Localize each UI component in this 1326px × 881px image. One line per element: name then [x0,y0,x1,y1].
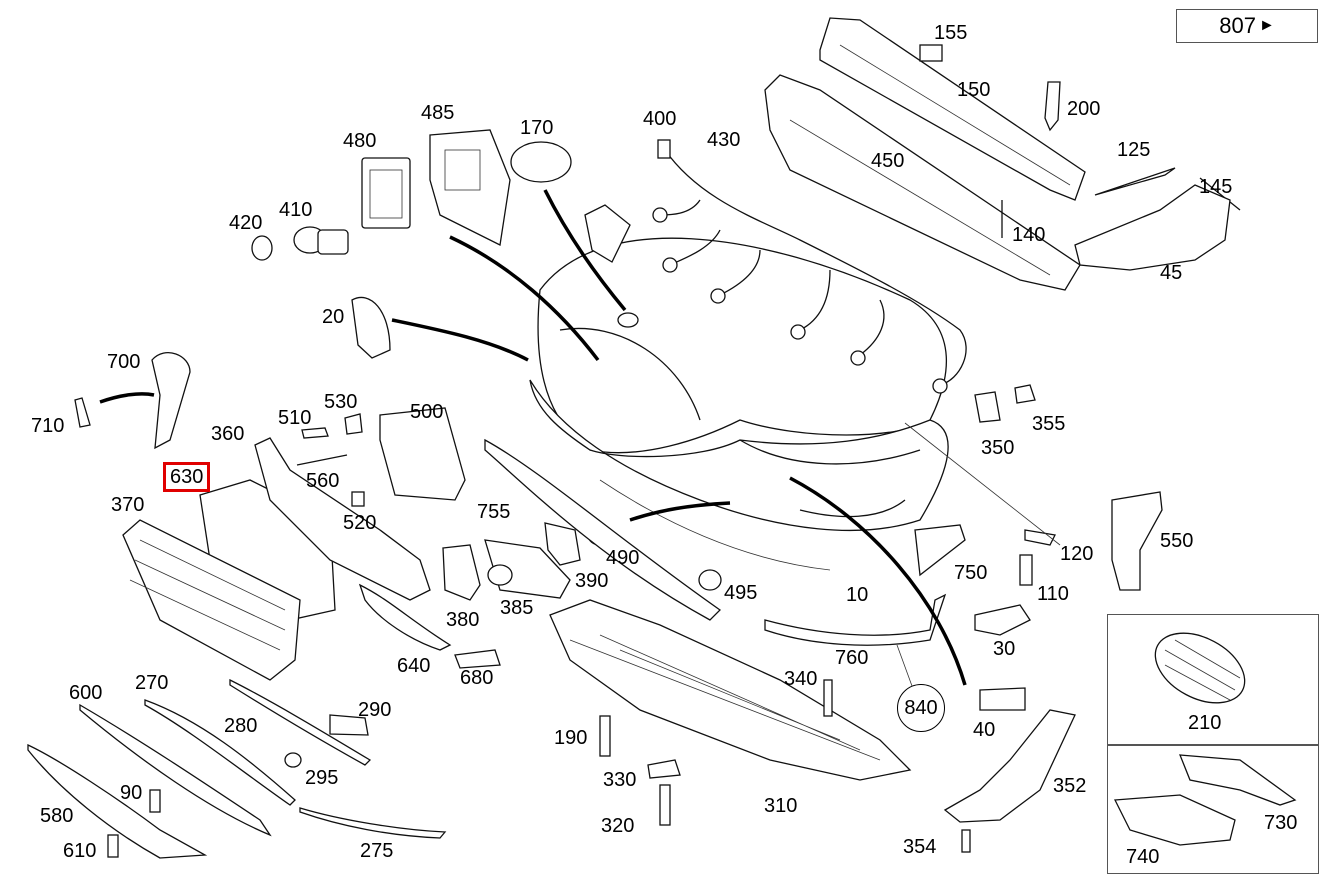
callout-450[interactable]: 450 [871,150,905,172]
next-page-label: 807 [1219,13,1256,38]
callout-330[interactable]: 330 [603,769,637,791]
callout-390[interactable]: 390 [575,570,609,592]
callout-610[interactable]: 610 [63,840,97,862]
callout-354[interactable]: 354 [903,836,937,858]
callout-495[interactable]: 495 [724,582,758,604]
callout-310[interactable]: 310 [764,795,798,817]
callout-10[interactable]: 10 [846,584,869,606]
upper-carrier-part-150 [764,17,1241,291]
next-page-button[interactable]: 807 ► [1176,9,1318,43]
callout-550[interactable]: 550 [1160,530,1194,552]
inset-grille-part-210 [1154,632,1246,704]
callout-700[interactable]: 700 [107,351,141,373]
callout-350[interactable]: 350 [981,437,1015,459]
bumper-cover-part-10 [529,237,949,571]
callout-125[interactable]: 125 [1117,139,1151,161]
callout-340[interactable]: 340 [784,668,818,690]
callout-750[interactable]: 750 [954,562,988,584]
callout-730[interactable]: 730 [1264,812,1298,834]
callout-295[interactable]: 295 [305,767,339,789]
callout-680[interactable]: 680 [460,667,494,689]
callout-600[interactable]: 600 [69,682,103,704]
callout-640[interactable]: 640 [397,655,431,677]
callout-352[interactable]: 352 [1053,775,1087,797]
callout-120[interactable]: 120 [1060,543,1094,565]
callout-410[interactable]: 410 [279,199,313,221]
sensor-brackets-group [251,129,639,359]
callout-210[interactable]: 210 [1188,712,1222,734]
callout-755[interactable]: 755 [477,501,511,523]
lower-parts-group [27,384,1163,859]
callout-40[interactable]: 40 [973,719,996,741]
callout-500[interactable]: 500 [410,401,444,423]
callout-45[interactable]: 45 [1160,262,1183,284]
callout-360[interactable]: 360 [211,423,245,445]
callout-510[interactable]: 510 [278,407,312,429]
arrow-right-icon: ► [1258,17,1275,34]
callout-485[interactable]: 485 [421,102,455,124]
inset-box-210 [1107,614,1319,746]
callout-140[interactable]: 140 [1012,224,1046,246]
callout-200[interactable]: 200 [1067,98,1101,120]
callout-20[interactable]: 20 [322,306,345,328]
callout-380[interactable]: 380 [446,609,480,631]
callout-560[interactable]: 560 [306,470,340,492]
callout-90[interactable]: 90 [120,782,143,804]
callout-385[interactable]: 385 [500,597,534,619]
callout-280[interactable]: 280 [224,715,258,737]
callout-420[interactable]: 420 [229,212,263,234]
callout-630[interactable]: 630 [163,462,211,492]
left-trim-parts-group [74,352,722,681]
inset-box-730-740 [1107,744,1319,874]
callout-275[interactable]: 275 [360,840,394,862]
callout-155[interactable]: 155 [934,22,968,44]
inset-frames-part-730-740 [1113,754,1297,846]
callout-840[interactable]: 840 [897,684,945,732]
callout-580[interactable]: 580 [40,805,74,827]
callout-150[interactable]: 150 [957,79,991,101]
callout-530[interactable]: 530 [324,391,358,413]
wiring-harness-part-400 [652,139,967,394]
callout-710[interactable]: 710 [31,415,65,437]
callout-190[interactable]: 190 [554,727,588,749]
callout-145[interactable]: 145 [1199,176,1233,198]
callout-290[interactable]: 290 [358,699,392,721]
callout-520[interactable]: 520 [343,512,377,534]
callout-740[interactable]: 740 [1126,846,1160,868]
callout-355[interactable]: 355 [1032,413,1066,435]
callout-430[interactable]: 430 [707,129,741,151]
callout-760[interactable]: 760 [835,647,869,669]
callout-320[interactable]: 320 [601,815,635,837]
callout-170[interactable]: 170 [520,117,554,139]
callout-110[interactable]: 110 [1037,583,1069,605]
callout-30[interactable]: 30 [993,638,1016,660]
callout-270[interactable]: 270 [135,672,169,694]
callout-490[interactable]: 490 [606,547,640,569]
callout-400[interactable]: 400 [643,108,677,130]
callout-480[interactable]: 480 [343,130,377,152]
arrows [99,189,967,686]
leader-lines [896,422,1061,687]
callout-370[interactable]: 370 [111,494,145,516]
